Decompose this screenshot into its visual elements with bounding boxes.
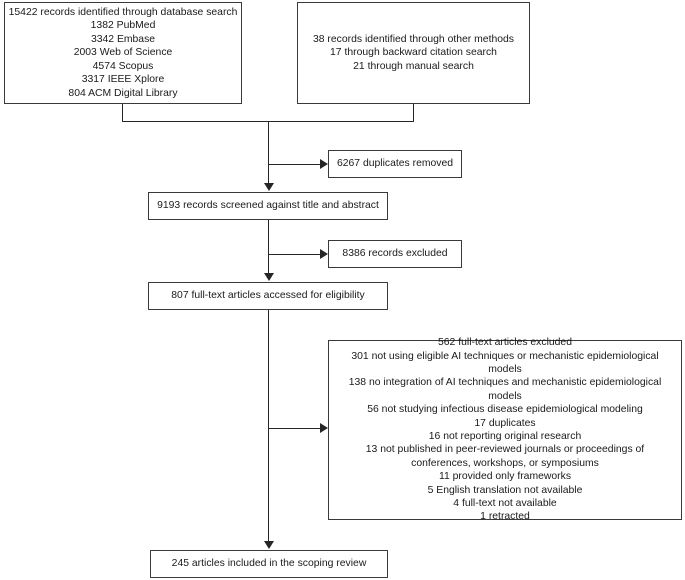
included-box: 245 articles included in the scoping rev…: [150, 550, 388, 578]
fulltext-assessed-box: 807 full-text articles accessed for elig…: [148, 282, 388, 310]
connector-to-fulltext-excluded: [268, 428, 321, 429]
fulltext-excluded-line-0: 562 full-text articles excluded: [438, 337, 572, 349]
fulltext-excluded-line-6: 13 not published in peer-reviewed journa…: [365, 444, 645, 469]
connector-to-duplicates: [268, 164, 321, 165]
records-excluded-line-0: 8386 records excluded: [342, 248, 448, 260]
fulltext-excluded-line-7: 11 provided only frameworks: [438, 471, 572, 483]
connector-spine-3: [268, 310, 269, 542]
fulltext-excluded-line-1: 301 not using eligible AI techniques or …: [351, 350, 659, 375]
fulltext-excluded-line-10: 1 retracted: [480, 511, 530, 523]
database-search-line-3: 2003 Web of Science: [73, 47, 173, 59]
database-search-box: 15422 records identified through databas…: [4, 2, 242, 104]
arrow-into-records-screened: [264, 183, 274, 191]
fulltext-excluded-line-5: 16 not reporting original research: [428, 431, 582, 442]
arrow-into-duplicates-removed: [320, 159, 328, 169]
fulltext-excluded-line-2: 138 no integration of AI techniques and …: [348, 377, 662, 402]
arrow-into-included: [264, 541, 274, 549]
other-methods-line-1: 17 through backward citation search: [330, 47, 497, 59]
database-search-line-5: 3317 IEEE Xplore: [81, 74, 165, 86]
fulltext-assessed-line-0: 807 full-text articles accessed for elig…: [171, 290, 365, 302]
database-search-line-4: 4574 Scopus: [92, 60, 154, 72]
arrow-into-records-excluded: [320, 249, 328, 259]
connector-to-records-excluded: [268, 254, 321, 255]
fulltext-excluded-line-8: 5 English translation not available: [427, 484, 583, 496]
arrow-into-fulltext-excluded: [320, 423, 328, 433]
other-methods-line-0: 38 records identified through other meth…: [312, 33, 514, 45]
arrow-into-fulltext-assessed: [264, 273, 274, 281]
duplicates-removed-box: 6267 duplicates removed: [328, 150, 462, 178]
database-search-line-2: 3342 Embase: [90, 33, 156, 45]
fulltext-excluded-line-4: 17 duplicates: [474, 417, 536, 429]
duplicates-removed-line-0: 6267 duplicates removed: [336, 158, 454, 170]
included-line-0: 245 articles included in the scoping rev…: [171, 558, 367, 570]
fulltext-excluded-line-9: 4 full-text not available: [453, 498, 557, 510]
connector-spine-1: [268, 121, 269, 184]
other-methods-box: 38 records identified through other meth…: [297, 2, 530, 104]
database-search-line-6: 804 ACM Digital Library: [68, 87, 178, 99]
connector-spine-2: [268, 220, 269, 274]
fulltext-excluded-line-3: 56 not studying infectious disease epide…: [367, 404, 643, 416]
connector-other-down: [413, 104, 414, 122]
database-search-line-0: 15422 records identified through databas…: [8, 7, 238, 19]
database-search-line-1: 1382 PubMed: [90, 20, 156, 32]
records-excluded-box: 8386 records excluded: [328, 240, 462, 268]
fulltext-excluded-box: 562 full-text articles excluded 301 not …: [328, 337, 682, 523]
records-screened-box: 9193 records screened against title and …: [148, 192, 388, 220]
records-screened-line-0: 9193 records screened against title and …: [157, 200, 379, 212]
connector-db-down: [122, 104, 123, 122]
other-methods-line-2: 21 through manual search: [353, 60, 474, 72]
